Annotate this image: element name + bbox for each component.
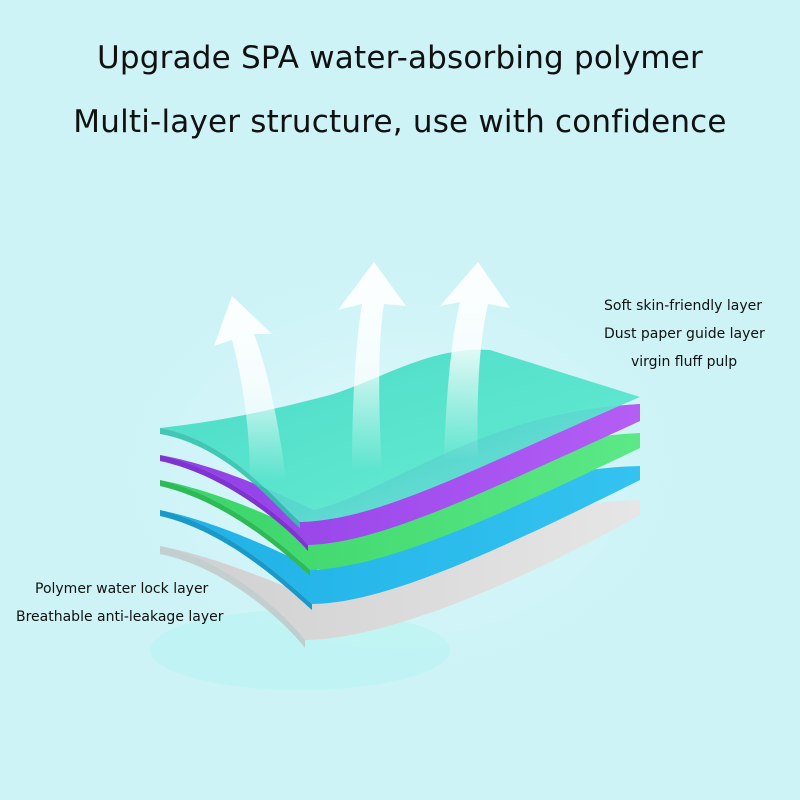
label-breathable-layer: Breathable anti-leakage layer — [16, 609, 224, 625]
label-soft-skin-layer: Soft skin-friendly layer — [604, 298, 762, 314]
label-polymer-lock-layer: Polymer water lock layer — [35, 581, 209, 597]
label-dust-paper-layer: Dust paper guide layer — [604, 326, 765, 342]
headline-line-1: Upgrade SPA water-absorbing polymer — [97, 40, 703, 76]
label-fluff-pulp: virgin fluff pulp — [631, 354, 738, 370]
upward-airflow-arrows-icon — [214, 262, 510, 480]
headline-line-2: Multi-layer structure, use with confiden… — [73, 104, 727, 140]
